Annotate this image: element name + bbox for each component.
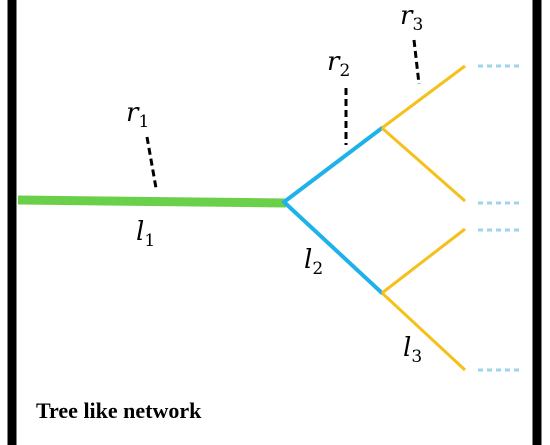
level3-branch-4 <box>380 291 467 372</box>
label-r1: r1 <box>126 98 149 132</box>
radius-marker-r1 <box>145 136 158 189</box>
level1-branch <box>17 195 287 208</box>
level3-branch-2 <box>381 126 466 203</box>
radius-marker-r3 <box>412 39 421 85</box>
level3-branch-1 <box>381 64 466 130</box>
diagram-caption: Tree like network <box>36 398 202 423</box>
label-l1: l1 <box>136 217 155 251</box>
level3-branch-3 <box>381 227 466 295</box>
label-r3: r3 <box>400 1 423 35</box>
label-l3: l3 <box>403 333 422 367</box>
label-r2: r2 <box>327 47 350 81</box>
level2-branch-lower <box>282 200 384 295</box>
level2-branch-upper <box>282 126 384 204</box>
label-l2: l2 <box>304 245 323 279</box>
